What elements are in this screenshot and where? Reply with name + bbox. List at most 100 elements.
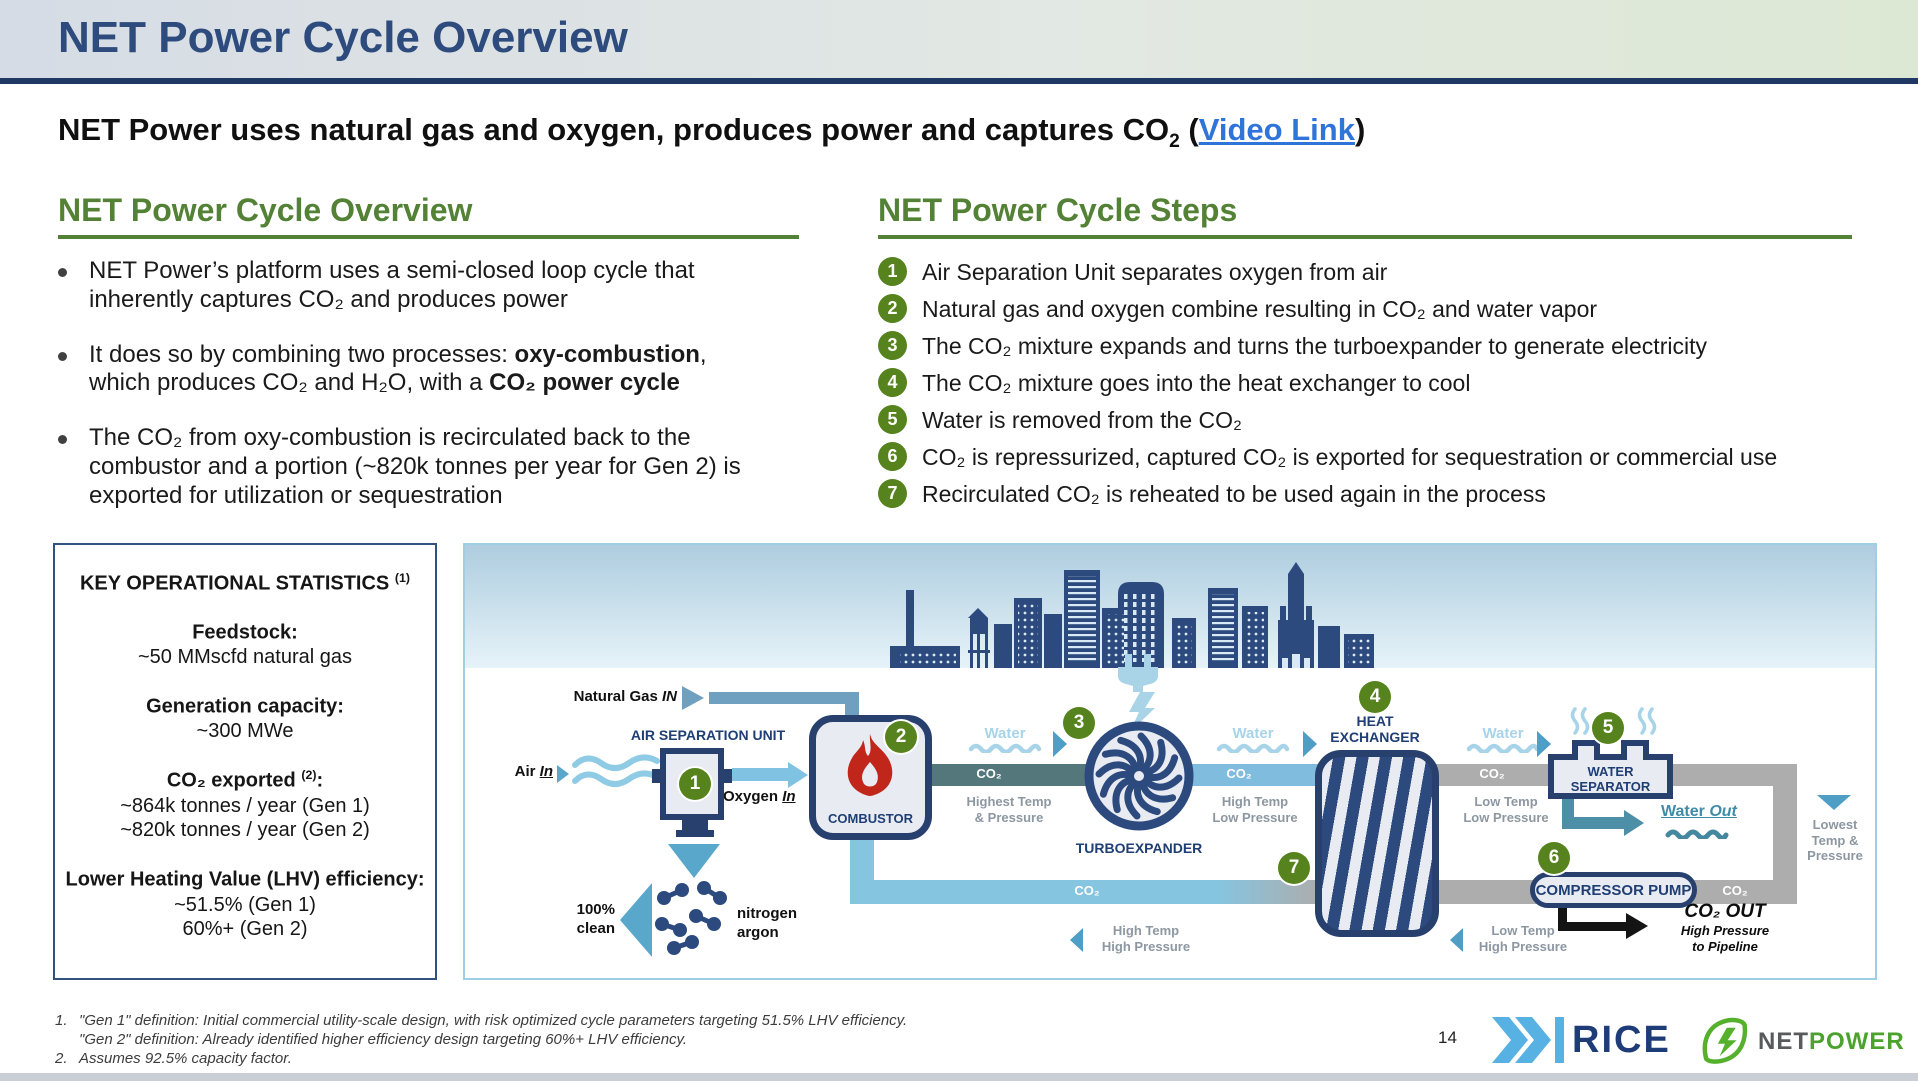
vent-funnel-icon (668, 844, 720, 878)
water-separator (1548, 740, 1673, 799)
cycle-step: 4 The CO₂ mixture goes into the heat exc… (878, 368, 1852, 397)
step-number-badge: 4 (878, 368, 907, 397)
stat-group: Lower Heating Value (LHV) efficiency: ~5… (55, 867, 435, 942)
step-number-badge: 6 (878, 442, 907, 471)
stat-values: ~300 MWe (196, 720, 294, 743)
wave-icon (1665, 829, 1729, 839)
step-text: Air Separation Unit separates oxygen fro… (922, 259, 1388, 285)
highest-temp-pressure-label: Highest Temp & Pressure (966, 794, 1052, 825)
water-label: Water (957, 726, 1053, 756)
step-text: CO₂ is repressurized, captured CO₂ is ex… (922, 444, 1778, 470)
high-temp-high-pressure-label: High Temp High Pressure (1101, 923, 1191, 954)
city-skyline-icon (890, 562, 1374, 668)
cycle-step: 3 The CO₂ mixture expands and turns the … (878, 331, 1852, 360)
compressor-pump: COMPRESSOR PUMP (1530, 872, 1697, 908)
oxygen-in-label: Oxygen In (723, 788, 796, 805)
water-out-label: Water Out (1661, 803, 1737, 820)
footnote-text: Assumes 92.5% capacity factor. (79, 1049, 292, 1067)
cycle-step: 7 Recirculated CO₂ is reheated to be use… (878, 479, 1852, 508)
lowest-temp-arrow-icon (1817, 795, 1851, 810)
step-text: The CO₂ mixture goes into the heat excha… (922, 370, 1471, 396)
co2-pipe-label: CO₂ (1074, 883, 1100, 898)
page-title: NET Power Cycle Overview (58, 13, 628, 62)
step-number-badge: 5 (878, 405, 907, 434)
footnote-number: 2. (55, 1049, 68, 1067)
rice-logo: RICE (1492, 1017, 1671, 1063)
rice-chevrons-icon (1492, 1017, 1564, 1063)
diagram-badge-1: 1 (679, 768, 711, 800)
footnote-row: 2. Assumes 92.5% capacity factor. (55, 1050, 907, 1069)
step-text: Natural gas and oxygen combine resulting… (922, 296, 1598, 322)
stats-groups: Feedstock: ~50 MMscfd natural gas Genera… (55, 620, 435, 943)
process-diagram-panel: Natural Gas IN Air In AIR SEPARATION UNI… (463, 543, 1877, 980)
turboexpander-icon (1084, 721, 1194, 831)
co2-pipe-label: CO₂ (1479, 766, 1505, 781)
stat-label: Generation capacity: (146, 695, 344, 718)
bullet-dot-icon (58, 435, 67, 445)
asu-stand (682, 820, 708, 830)
subtitle-paren-open: ( (1179, 112, 1199, 147)
subtitle-paren-close: ) (1354, 112, 1366, 147)
water-label: Water (1205, 726, 1301, 756)
subtitle: NET Power uses natural gas and oxygen, p… (58, 112, 1365, 153)
footnote-text: "Gen 1" definition: Initial commercial u… (79, 1012, 908, 1048)
cycle-step: 1 Air Separation Unit separates oxygen f… (878, 257, 1852, 286)
title-divider (0, 78, 1918, 84)
sky-background (465, 545, 1875, 668)
title-bar: NET Power Cycle Overview (0, 0, 1918, 78)
oxygen-arrow-icon (788, 762, 808, 788)
cycle-steps-list: 1 Air Separation Unit separates oxygen f… (878, 257, 1852, 508)
oxygen-pipe (732, 768, 788, 781)
step-text: Recirculated CO₂ is reheated to be used … (922, 481, 1546, 507)
natural-gas-arrow-icon (682, 686, 704, 710)
steps-heading: NET Power Cycle Steps (878, 192, 1852, 239)
bullet-text: The CO₂ from oxy-combustion is recircula… (89, 424, 741, 509)
air-waves-icon (572, 754, 660, 787)
co2-out-pipe-horizontal (1558, 922, 1626, 931)
footnote-number: 1. (55, 1012, 68, 1029)
natural-gas-in-label: Natural Gas IN (573, 688, 677, 705)
nitrogen-argon-label: nitrogen argon (737, 905, 797, 941)
diagram-badge-7: 7 (1278, 852, 1310, 884)
flow-arrow-icon (1450, 928, 1463, 952)
cycle-step: 6 CO₂ is repressurized, captured CO₂ is … (878, 442, 1852, 471)
bullet-text: It does so by combining two processes: o… (89, 340, 707, 397)
water-label: Water (1455, 726, 1551, 756)
asu-flange-right (724, 769, 732, 783)
co2-pipe-low-temp (1435, 764, 1550, 786)
stat-group: Feedstock: ~50 MMscfd natural gas (55, 620, 435, 670)
stat-label: Lower Heating Value (LHV) efficiency: (65, 868, 425, 891)
flame-icon (847, 734, 893, 796)
flow-arrow-icon (1537, 731, 1551, 757)
natural-gas-pipe (709, 692, 859, 704)
air-in-arrow-icon (557, 765, 569, 783)
overview-bullets: NET Power’s platform uses a semi-closed … (58, 257, 799, 511)
heat-exchanger-label: HEAT EXCHANGER (1330, 713, 1420, 746)
high-temp-low-pressure-label: High Temp Low Pressure (1212, 794, 1298, 825)
stat-label: Feedstock: (192, 621, 298, 644)
video-link[interactable]: Video Link (1198, 112, 1355, 147)
overview-heading: NET Power Cycle Overview (58, 192, 799, 239)
step-text: The CO₂ mixture expands and turns the tu… (922, 333, 1707, 359)
lowest-temp-pressure-label: Lowest Temp & Pressure (1807, 817, 1863, 864)
asu-flange-left (652, 769, 660, 783)
cycle-step: 5 Water is removed from the CO₂ (878, 405, 1852, 434)
water-out-arrow-icon (1624, 810, 1644, 836)
footnote-row: 1. "Gen 1" definition: Initial commercia… (55, 1012, 907, 1050)
step-number-badge: 1 (878, 257, 907, 286)
co2-pipe-separator-out (1670, 764, 1797, 786)
step-text: Water is removed from the CO₂ (922, 407, 1242, 433)
asu-stand-base (676, 830, 714, 837)
stat-values: ~864k tonnes / year (Gen 1) ~820k tonnes… (120, 794, 370, 842)
step-number-badge: 3 (878, 331, 907, 360)
co2-out-pipe-vertical (1558, 908, 1567, 931)
heat-exchanger (1315, 750, 1439, 937)
bullet-dot-icon (58, 268, 67, 277)
stat-values: ~50 MMscfd natural gas (138, 646, 352, 669)
air-in-label: Air In (514, 763, 553, 780)
clean-label: 100% clean (576, 901, 615, 937)
overview-section: NET Power Cycle Overview NET Power’s pla… (58, 192, 799, 537)
co2-pipe-label: CO₂ (976, 766, 1002, 781)
stat-label: CO₂ exported (2): (166, 768, 324, 792)
steam-icon (1637, 707, 1657, 735)
